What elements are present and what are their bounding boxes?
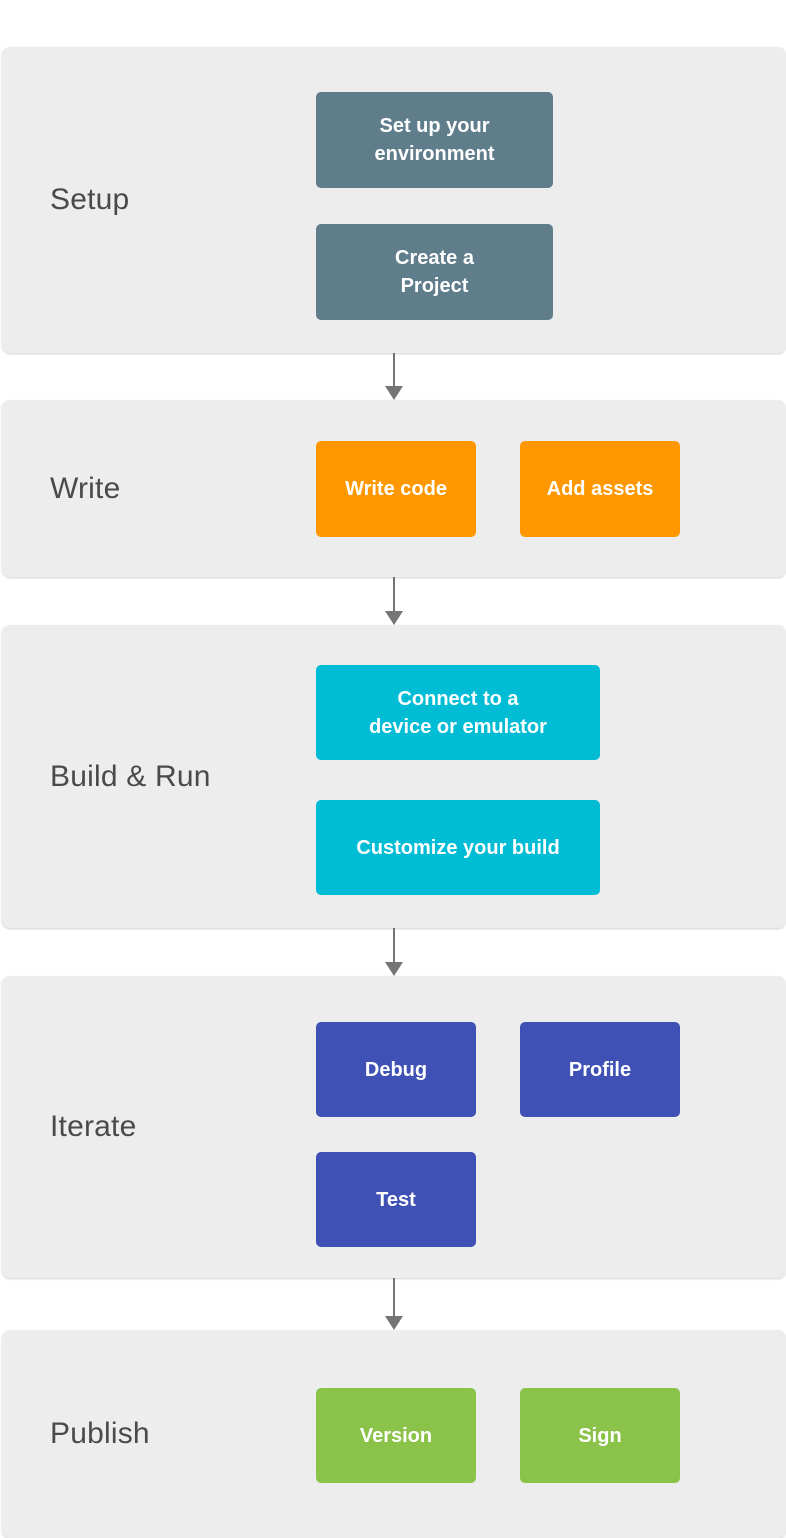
button-write-code[interactable]: Write code: [316, 441, 476, 537]
section-publish-label: Publish: [50, 1417, 150, 1450]
section-publish: Publish Version Sign: [2, 1330, 786, 1538]
button-profile[interactable]: Profile: [520, 1022, 680, 1117]
arrow-head: [385, 962, 403, 976]
button-debug[interactable]: Debug: [316, 1022, 476, 1117]
button-sign[interactable]: Sign: [520, 1388, 680, 1483]
section-build-and-run: Build & Run Connect to a device or emula…: [2, 625, 786, 928]
section-build-and-run-label: Build & Run: [50, 759, 211, 793]
section-iterate-label: Iterate: [50, 1110, 137, 1143]
section-write-label: Write: [50, 471, 121, 505]
button-test[interactable]: Test: [316, 1152, 476, 1247]
arrow-shaft: [393, 353, 395, 387]
button-create-a-project[interactable]: Create a Project: [316, 224, 553, 320]
arrow-shaft: [393, 928, 395, 963]
section-setup: Setup Set up your environment Create a P…: [2, 47, 786, 353]
arrow-head: [385, 386, 403, 400]
button-connect-device-or-emulator[interactable]: Connect to a device or emulator: [316, 665, 600, 760]
arrow-head: [385, 611, 403, 625]
arrow-head: [385, 1316, 403, 1330]
section-write: Write Write code Add assets: [2, 400, 786, 577]
arrow-shaft: [393, 1278, 395, 1317]
button-set-up-your-environment[interactable]: Set up your environment: [316, 92, 553, 188]
flow-arrow-down-icon: [385, 1278, 403, 1330]
flow-arrow-down-icon: [385, 577, 403, 625]
button-customize-your-build[interactable]: Customize your build: [316, 800, 600, 895]
section-setup-label: Setup: [50, 183, 130, 216]
flow-arrow-down-icon: [385, 353, 403, 400]
button-version[interactable]: Version: [316, 1388, 476, 1483]
section-iterate: Iterate Debug Profile Test: [2, 976, 786, 1278]
arrow-shaft: [393, 577, 395, 612]
flow-arrow-down-icon: [385, 928, 403, 976]
button-add-assets[interactable]: Add assets: [520, 441, 680, 537]
